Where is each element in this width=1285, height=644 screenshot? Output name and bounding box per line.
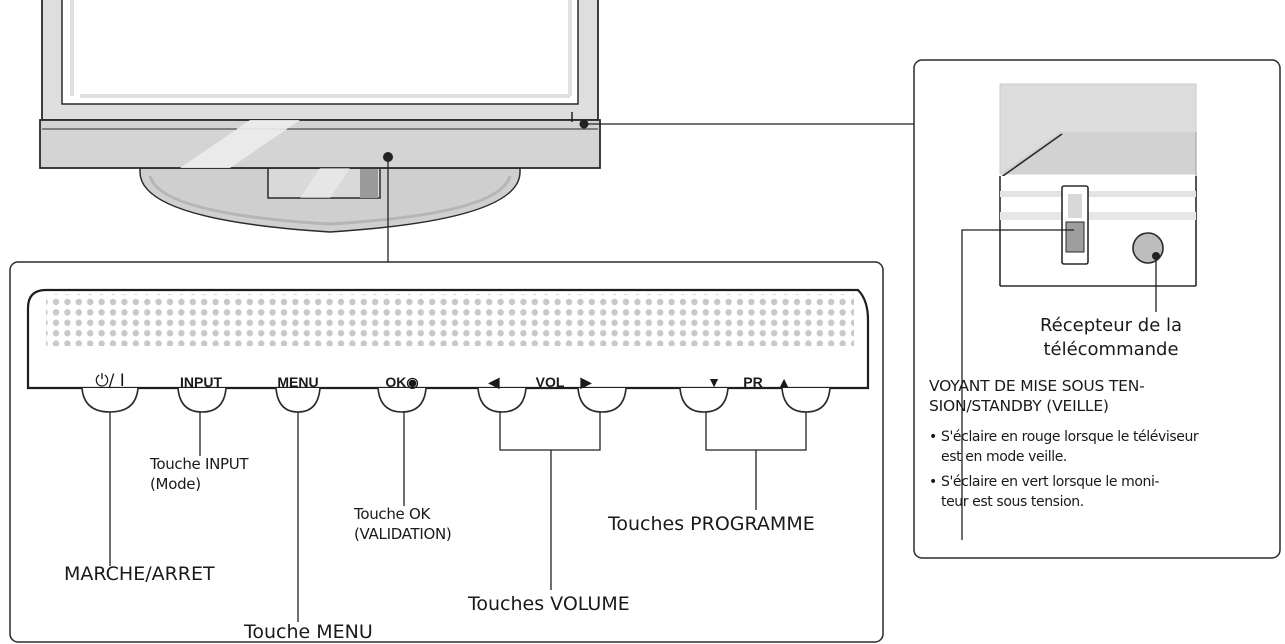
- label-voyant-line1: VOYANT DE MISE SOUS TEN-: [929, 377, 1145, 395]
- bullet-on-green: S'éclaire en vert lorsque le moni-teur e…: [929, 473, 1198, 512]
- label-touche-ok-validation: (VALIDATION): [354, 525, 452, 543]
- pr-key-label: PR: [743, 374, 763, 390]
- label-touche-ok: Touche OK: [354, 505, 430, 523]
- power-symbol-label: ⏻/ I: [95, 371, 125, 391]
- vol-key-label: VOL: [535, 374, 565, 390]
- menu-key-label: MENU: [277, 374, 319, 390]
- label-touches-programme: Touches PROGRAMME: [608, 513, 815, 535]
- label-touches-volume: Touches VOLUME: [468, 593, 630, 615]
- leader-lines: [109, 412, 807, 622]
- label-touche-input-mode: (Mode): [150, 475, 201, 493]
- tv-illustration: [39, 0, 601, 233]
- vol-right-arrow: ▶: [580, 374, 592, 390]
- ok-key-label: OK◉: [385, 374, 419, 390]
- label-telecommande: télécommande: [1043, 339, 1179, 360]
- input-key-label: INPUT: [180, 374, 222, 390]
- label-touche-input: Touche INPUT: [150, 455, 249, 473]
- control-strip: [26, 288, 870, 413]
- label-voyant-line2: SION/STANDBY (VEILLE): [929, 397, 1109, 415]
- indicator-closeup: [999, 83, 1197, 287]
- vol-left-arrow: ◀: [488, 374, 500, 390]
- bullet-standby-red: S'éclaire en rouge lorsque le téléviseur…: [929, 428, 1199, 467]
- indicator-bullet-list: S'éclaire en rouge lorsque le téléviseur…: [929, 428, 1199, 512]
- label-recepteur: Récepteur de la: [1039, 315, 1183, 336]
- pr-down-arrow: ▼: [707, 374, 721, 390]
- label-touche-menu: Touche MENU: [244, 621, 373, 643]
- pr-up-arrow: ▲: [777, 374, 791, 390]
- label-marche-arret: MARCHE/ARRET: [64, 563, 215, 585]
